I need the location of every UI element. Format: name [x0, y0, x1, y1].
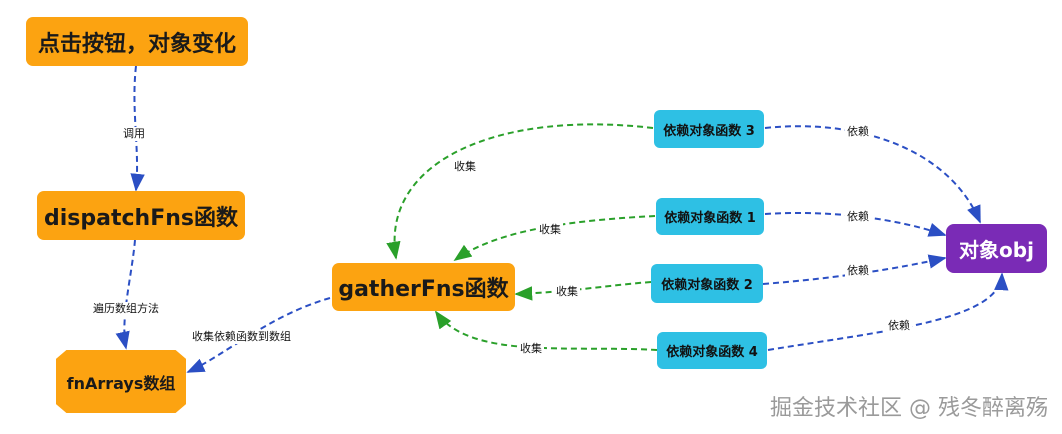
edge-label-depend-4: 依赖: [886, 319, 912, 333]
edge-label-traverse: 遍历数组方法: [91, 302, 161, 316]
edge-gather-to-fnarrays: [186, 297, 331, 373]
edge-label-depend-1: 依赖: [845, 210, 871, 224]
edge-dep3-to-obj: [764, 125, 981, 224]
edge-label-collect-to-array: 收集依赖函数到数组: [190, 330, 293, 344]
node-object-obj: 对象obj: [946, 224, 1047, 273]
edge-label-collect-4: 收集: [518, 342, 544, 356]
edge-label-depend-2: 依赖: [845, 264, 871, 278]
node-dispatch-fns: dispatchFns函数: [37, 191, 245, 240]
node-dep-func-2: 依赖对象函数 2: [651, 264, 763, 303]
edge-dep4-to-gather: [434, 310, 658, 351]
node-click-button: 点击按钮，对象变化: [26, 17, 248, 66]
edge-label-collect-3: 收集: [452, 160, 478, 174]
edge-label-call: 调用: [121, 127, 147, 141]
edge-dispatch-to-fnarrays: [115, 239, 136, 350]
edge-dep3-to-gather: [386, 123, 654, 260]
edge-dep4-to-obj: [767, 272, 1009, 351]
node-dep-func-4: 依赖对象函数 4: [657, 332, 767, 369]
edge-label-collect-2: 收集: [554, 285, 580, 299]
edge-dep2-to-gather: [514, 281, 652, 301]
edge-label-depend-3: 依赖: [845, 125, 871, 139]
node-gather-fns: gatherFns函数: [332, 263, 515, 311]
node-dep-func-3: 依赖对象函数 3: [654, 110, 764, 148]
node-dep-func-1: 依赖对象函数 1: [656, 198, 764, 235]
node-fn-arrays: fnArrays数组: [56, 350, 186, 413]
edge-label-collect-1: 收集: [537, 223, 563, 237]
watermark-text: 掘金技术社区 @ 残冬醉离殇: [770, 396, 1048, 421]
